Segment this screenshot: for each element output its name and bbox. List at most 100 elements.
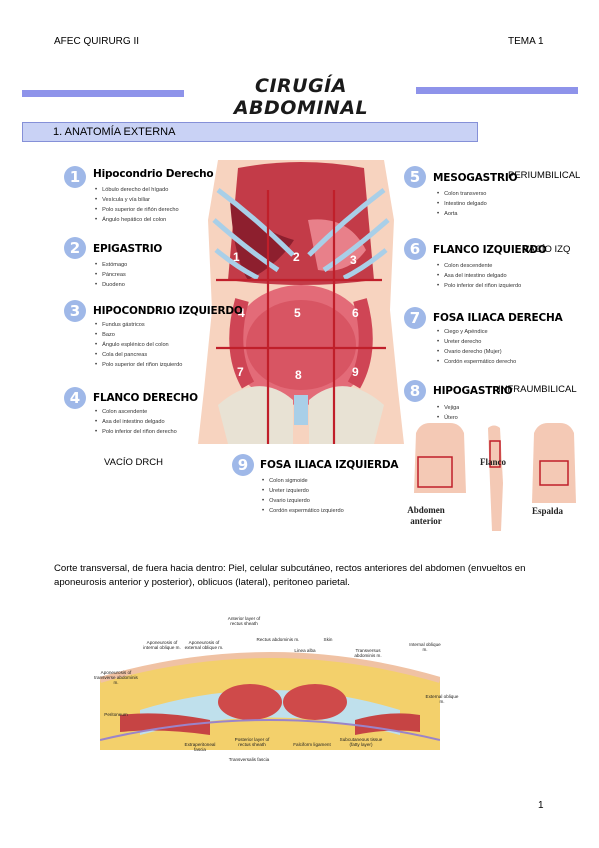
title-bar-left <box>22 90 184 97</box>
list-item: Lóbulo derecho del hígado <box>95 185 179 195</box>
grid-number: 3 <box>350 253 357 267</box>
label-anterior-layer: Anterior layer of rectus sheath <box>227 616 261 627</box>
region-title: FLANCO IZQUIERDO <box>433 244 547 256</box>
region-list: Colon ascendente Asa del intestino delga… <box>95 407 177 437</box>
note-periumbilical: PERIUMBILICAL <box>508 170 581 181</box>
page-number: 1 <box>538 800 544 811</box>
list-item: Ovario izquierdo <box>262 496 344 506</box>
title-bar-right <box>416 87 578 94</box>
region-number-badge: 8 <box>404 380 426 402</box>
label-posterior-layer: Posterior layer of rectus sheath <box>234 737 270 748</box>
label-skin: Skin <box>323 637 333 642</box>
list-item: Ureter derecho <box>437 337 516 347</box>
label-apo-transverse: Aponeurosis of transverse abdominis m. <box>94 670 138 686</box>
note-vacio-drch: VACÍO DRCH <box>104 457 163 468</box>
list-item: Ureter izquierdo <box>262 486 344 496</box>
body-paragraph: Corte transversal, de fuera hacia dentro… <box>54 563 526 588</box>
region-list: Colon descendente Asa del intestino delg… <box>437 261 521 291</box>
region-number-badge: 3 <box>64 300 86 322</box>
list-item: Cola del pancreas <box>95 350 182 360</box>
list-item: Bazo <box>95 330 182 340</box>
region-list: Fundus gástricos Bazo Ángulo esplénico d… <box>95 320 182 370</box>
label-rectus: Rectus abdominis m. <box>256 637 300 642</box>
region-number-badge: 4 <box>64 387 86 409</box>
label-apo-internal: Aponeurosis of internal oblique m. <box>143 640 181 651</box>
label-internal-oblique: Internal oblique m. <box>409 642 441 653</box>
region-number-badge: 7 <box>404 307 426 329</box>
grid-number: 7 <box>237 365 244 379</box>
header-topic: TEMA 1 <box>508 36 544 47</box>
list-item: Colon ascendente <box>95 407 177 417</box>
label-transversalis: Transversalis fascia <box>228 757 270 762</box>
region-title: FOSA ILIACA IZQUIERDA <box>260 459 399 471</box>
list-item: Polo superior de riñón derecho <box>95 205 179 215</box>
region-list: Vejiga Útero <box>437 403 459 425</box>
list-item: Ángulo hepático del colon <box>95 215 179 225</box>
header-course: AFEC QUIRURG II <box>54 36 140 47</box>
label-peritoneum: Peritoneum <box>104 712 128 717</box>
region-title: HIPOCONDRIO IZQUIERDO <box>93 305 243 317</box>
figure-label-abdomen: Abdomen anterior <box>407 505 445 526</box>
body-views-illustration <box>414 423 576 531</box>
page-title: CIRUGÍA ABDOMINAL <box>233 75 369 119</box>
region-number-badge: 5 <box>404 166 426 188</box>
list-item: Aorta <box>437 209 487 219</box>
list-item: Vesícula y vía biliar <box>95 195 179 205</box>
region-number-badge: 2 <box>64 237 86 259</box>
label-external-oblique: External oblique m. <box>425 694 459 705</box>
region-title: FOSA ILIACA DERECHA <box>433 312 563 324</box>
grid-number: 2 <box>293 250 300 264</box>
region-list: Colon transverso Intestino delgado Aorta <box>437 189 487 219</box>
list-item: Páncreas <box>95 270 127 280</box>
list-item: Estómago <box>95 260 127 270</box>
region-list: Estómago Páncreas Duodeno <box>95 260 127 290</box>
region-number-badge: 9 <box>232 454 254 476</box>
figure-label-flanco: Flanco <box>480 457 506 467</box>
list-item: Ovario derecho (Mujer) <box>437 347 516 357</box>
region-title: MESOGASTRIO <box>433 172 518 184</box>
section-heading: 1. ANATOMÍA EXTERNA <box>22 122 478 142</box>
grid-number: 1 <box>233 250 240 264</box>
list-item: Polo superior del riñon izquierdo <box>95 360 182 370</box>
note-infraumbilical: INFRAUMBILICAL <box>498 384 577 395</box>
list-item: Cordón espermático derecho <box>437 357 516 367</box>
list-item: Ciego y Apéndice <box>437 327 516 337</box>
region-number-badge: 1 <box>64 166 86 188</box>
grid-number: 9 <box>352 365 359 379</box>
label-subcutaneous: Subcutaneous tissue (fatty layer) <box>339 737 383 748</box>
label-transversus: Transversus abdominis m. <box>354 648 382 659</box>
region-title: FLANCO DERECHO <box>93 392 198 404</box>
note-vacio-izq: VACÍO IZQ <box>523 244 571 255</box>
region-list: Lóbulo derecho del hígado Vesícula y vía… <box>95 185 179 225</box>
list-item: Útero <box>437 413 459 423</box>
region-title: Hipocondrio Derecho <box>93 168 214 180</box>
list-item: Colon descendente <box>437 261 521 271</box>
grid-number: 8 <box>295 368 302 382</box>
region-title: EPIGASTRIO <box>93 243 163 255</box>
list-item: Intestino delgado <box>437 199 487 209</box>
list-item: Asa del intestino delgado <box>95 417 177 427</box>
list-item: Colon transverso <box>437 189 487 199</box>
list-item: Polo inferior del riñon izquierdo <box>437 281 521 291</box>
list-item: Asa del intestino delgado <box>437 271 521 281</box>
label-falciform: Falciform ligament <box>293 742 331 747</box>
torso-illustration <box>198 160 404 444</box>
list-item: Cordón espermático izquierdo <box>262 506 344 516</box>
region-number-badge: 6 <box>404 238 426 260</box>
label-linea-alba: Linea alba <box>294 648 316 653</box>
cross-section-illustration <box>100 652 440 750</box>
region-list: Ciego y Apéndice Ureter derecho Ovario d… <box>437 327 516 367</box>
list-item: Ángulo esplénico del colon <box>95 340 182 350</box>
region-list: Colon sigmoide Ureter izquierdo Ovario i… <box>262 476 344 516</box>
figure-label-espalda: Espalda <box>532 506 564 516</box>
list-item: Polo inferior del riñon derecho <box>95 427 177 437</box>
list-item: Fundus gástricos <box>95 320 182 330</box>
region-title: HIPOGASTRIO <box>433 385 513 397</box>
list-item: Colon sigmoide <box>262 476 344 486</box>
list-item: Vejiga <box>437 403 459 413</box>
grid-number: 4 <box>238 306 245 320</box>
label-extraperitoneal: Extraperitoneal fascia <box>184 742 216 753</box>
grid-number: 6 <box>352 306 359 320</box>
label-apo-external: Aponeurosis of external oblique m. <box>184 640 224 651</box>
list-item: Duodeno <box>95 280 127 290</box>
